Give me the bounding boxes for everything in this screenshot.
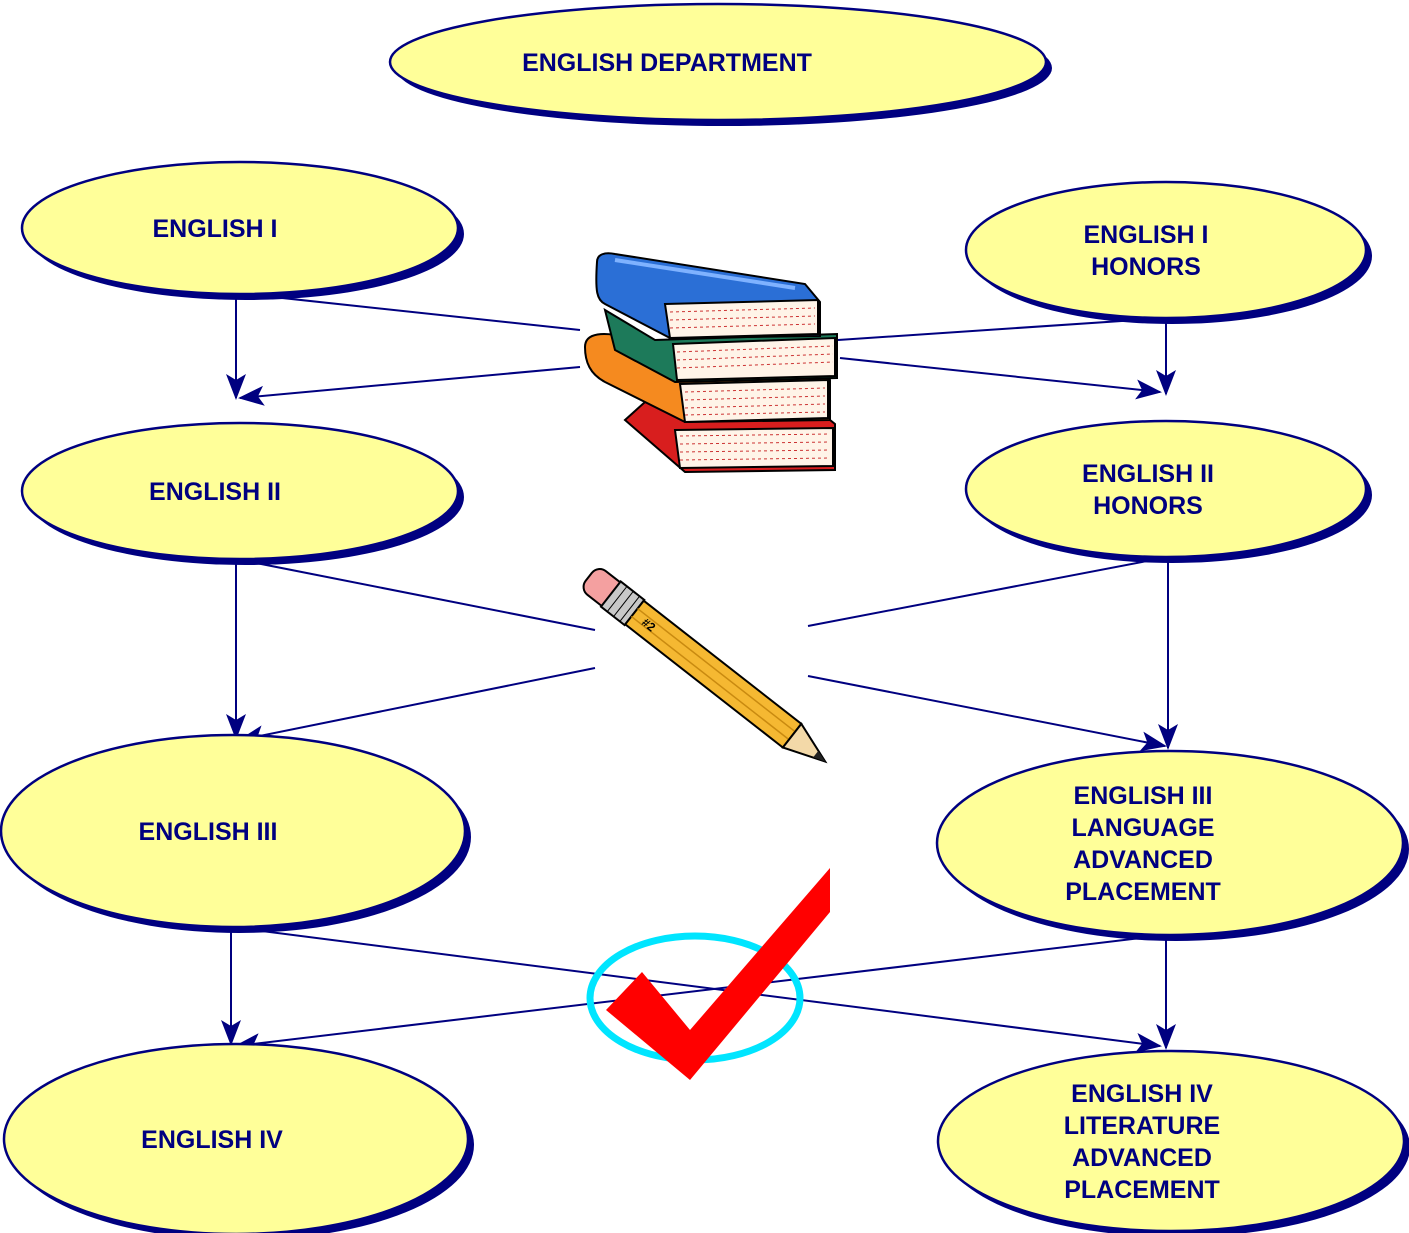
connector-english-2-to-english-3-language-ap-end — [807, 675, 1167, 752]
node-english-3-language-ap-label-line: ENGLISH III — [1074, 782, 1213, 810]
node-english-1-label-line: ENGLISH I — [152, 215, 277, 243]
node-english-4-literature-ap-label-line: PLACEMENT — [1064, 1176, 1220, 1204]
connector-english-2-to-english-3-language-ap-start — [235, 558, 596, 631]
node-english-1-honors-label-line: ENGLISH I — [1083, 221, 1208, 249]
node-english-3-language-ap: ENGLISH III LANGUAGE ADVANCED PLACEMENT — [935, 749, 1409, 941]
node-english-1-honors: ENGLISH I HONORS — [964, 180, 1372, 324]
connector-lines — [221, 292, 1178, 1054]
node-english-4-literature-ap-label-line: ADVANCED — [1072, 1144, 1212, 1172]
node-english-4-literature-ap-label-line: ENGLISH IV — [1071, 1080, 1213, 1108]
node-english-3-label-line: ENGLISH III — [139, 818, 278, 846]
node-english-4-literature-ap-shape — [936, 1049, 1406, 1233]
node-english-3: ENGLISH III — [0, 733, 471, 933]
connector-english-1-honors-to-english-2-start — [837, 317, 1167, 341]
department-title: ENGLISH DEPARTMENT — [388, 2, 1052, 126]
pencil-icon: #2 — [582, 568, 828, 764]
node-english-1-honors-label-line: HONORS — [1091, 253, 1201, 281]
node-english-3-language-ap-label-line: PLACEMENT — [1065, 878, 1221, 906]
checkmark-icon — [586, 868, 830, 1080]
node-english-2-honors-shape — [964, 419, 1368, 559]
node-english-4-shape — [2, 1042, 470, 1233]
node-english-2-shape — [20, 421, 460, 561]
node-english-4-label-line: ENGLISH IV — [141, 1126, 283, 1154]
node-english-3-language-ap-label-line: ADVANCED — [1073, 846, 1213, 874]
node-english-2-label-line: ENGLISH II — [149, 478, 281, 506]
node-english-4: ENGLISH IV — [2, 1042, 474, 1233]
connector-english-1-to-english-2-honors-end — [839, 357, 1162, 400]
node-english-2: ENGLISH II — [20, 421, 464, 565]
connector-english-2-honors-to-english-3-start — [807, 556, 1169, 627]
connector-english-2-honors-to-english-3-end — [238, 667, 596, 746]
books-stack-icon — [583, 252, 838, 474]
node-english-2-honors-label-line: HONORS — [1093, 492, 1203, 520]
node-english-1-shape — [20, 160, 460, 296]
title-ellipse-label-line: ENGLISH DEPARTMENT — [522, 49, 812, 77]
node-english-4-literature-ap-label-line: LITERATURE — [1064, 1112, 1220, 1140]
title-ellipse: ENGLISH DEPARTMENT — [388, 2, 1052, 126]
node-english-4-literature-ap: ENGLISH IV LITERATURE ADVANCED PLACEMENT — [936, 1049, 1409, 1233]
node-english-2-honors-label-line: ENGLISH II — [1082, 460, 1214, 488]
node-english-3-language-ap-label-line: LANGUAGE — [1071, 814, 1214, 842]
connector-english-1-honors-to-english-2-end — [238, 366, 581, 406]
node-english-3-shape — [0, 733, 467, 929]
connector-english-3-language-ap-to-english-4 — [234, 934, 1167, 1054]
title-ellipse-shape — [388, 2, 1048, 122]
node-english-1: ENGLISH I — [20, 160, 464, 300]
connector-english-3-to-english-4-literature-ap — [230, 926, 1162, 1053]
node-english-2-honors: ENGLISH II HONORS — [964, 419, 1372, 563]
node-english-3-language-ap-shape — [935, 749, 1405, 937]
connector-english-1-to-english-2-honors-start — [235, 292, 581, 331]
node-english-1-honors-shape — [964, 180, 1368, 320]
